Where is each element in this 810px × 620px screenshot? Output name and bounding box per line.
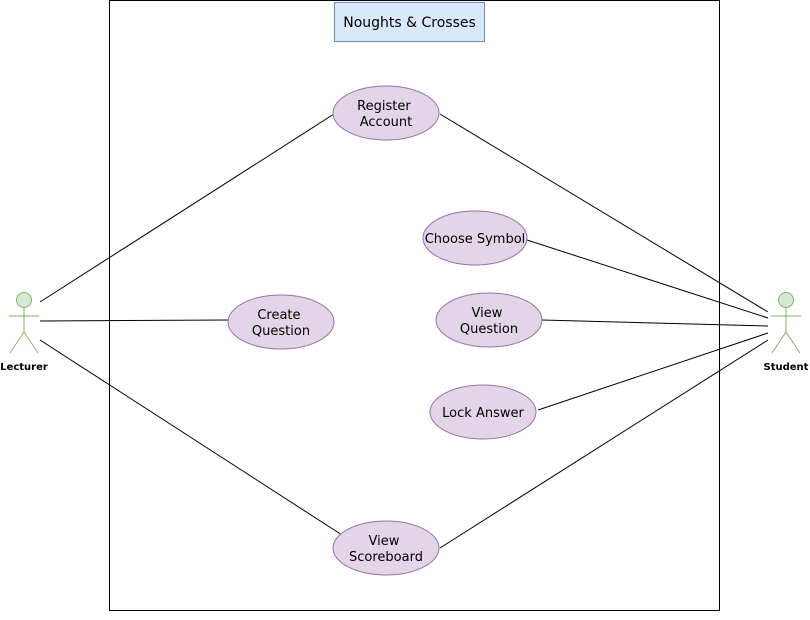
actor-head [16, 292, 32, 308]
use-case-label: Create Question [252, 308, 310, 339]
system-title-box [334, 2, 485, 42]
use-case-view-scoreboard[interactable]: View Scoreboard [332, 520, 440, 576]
use-case-label: Lock Answer [442, 406, 524, 421]
use-case-label: Choose Symbol [425, 232, 526, 247]
association-student-choose-symbol [526, 239, 769, 319]
use-case-choose-symbol[interactable]: Choose Symbol [422, 210, 528, 266]
stick-figure-icon [771, 292, 801, 354]
actor-right-leg [23, 331, 39, 354]
actor-student[interactable]: Student [764, 292, 809, 374]
use-case-ellipse [422, 210, 528, 266]
use-case-ellipse [227, 294, 335, 350]
use-case-lock-answer[interactable]: Lock Answer [429, 384, 537, 440]
use-case-label-line: View [369, 534, 400, 549]
use-case-label: Register Account [357, 99, 415, 130]
use-case-view-question[interactable]: View Question [435, 292, 543, 348]
association-student-view-question [541, 319, 769, 327]
actor-right-leg [785, 331, 801, 354]
system-title: Noughts & Crosses [334, 2, 485, 42]
use-case-label-line: Create [257, 308, 300, 323]
association-lecturer-register-account [39, 113, 335, 303]
association-student-view-scoreboard [439, 339, 769, 549]
use-case-label: View Question [460, 306, 518, 337]
use-case-label-line: Scoreboard [349, 550, 423, 565]
use-case-ellipse [332, 85, 440, 141]
actor-left-leg [771, 331, 787, 354]
stick-figure-icon [9, 292, 39, 354]
use-case-label-line: Register [357, 99, 411, 114]
association-lecturer-view-scoreboard [39, 339, 343, 536]
actor-label: Lecturer [0, 362, 48, 373]
use-case-label-line: Question [460, 322, 518, 337]
use-case-ellipse [332, 520, 440, 576]
use-case-label-line: View [472, 306, 503, 321]
use-case-ellipse [435, 292, 543, 348]
use-case-label-line: Question [252, 324, 310, 339]
associations [39, 113, 769, 549]
system-title-text: Noughts & Crosses [343, 15, 476, 31]
use-case-create-question[interactable]: Create Question [227, 294, 335, 350]
actor-lecturer[interactable]: Lecturer [0, 292, 48, 374]
association-student-lock-answer [537, 332, 769, 411]
use-case-label: View Scoreboard [349, 534, 423, 565]
use-case-label-line: Account [360, 115, 413, 130]
actor-head [778, 292, 794, 308]
use-case-ellipse [429, 384, 537, 440]
use-case-register-account[interactable]: Register Account [332, 85, 440, 141]
association-student-register-account [439, 113, 769, 313]
actor-left-leg [9, 331, 25, 354]
actor-label: Student [764, 362, 809, 373]
association-lecturer-create-question [39, 319, 230, 322]
